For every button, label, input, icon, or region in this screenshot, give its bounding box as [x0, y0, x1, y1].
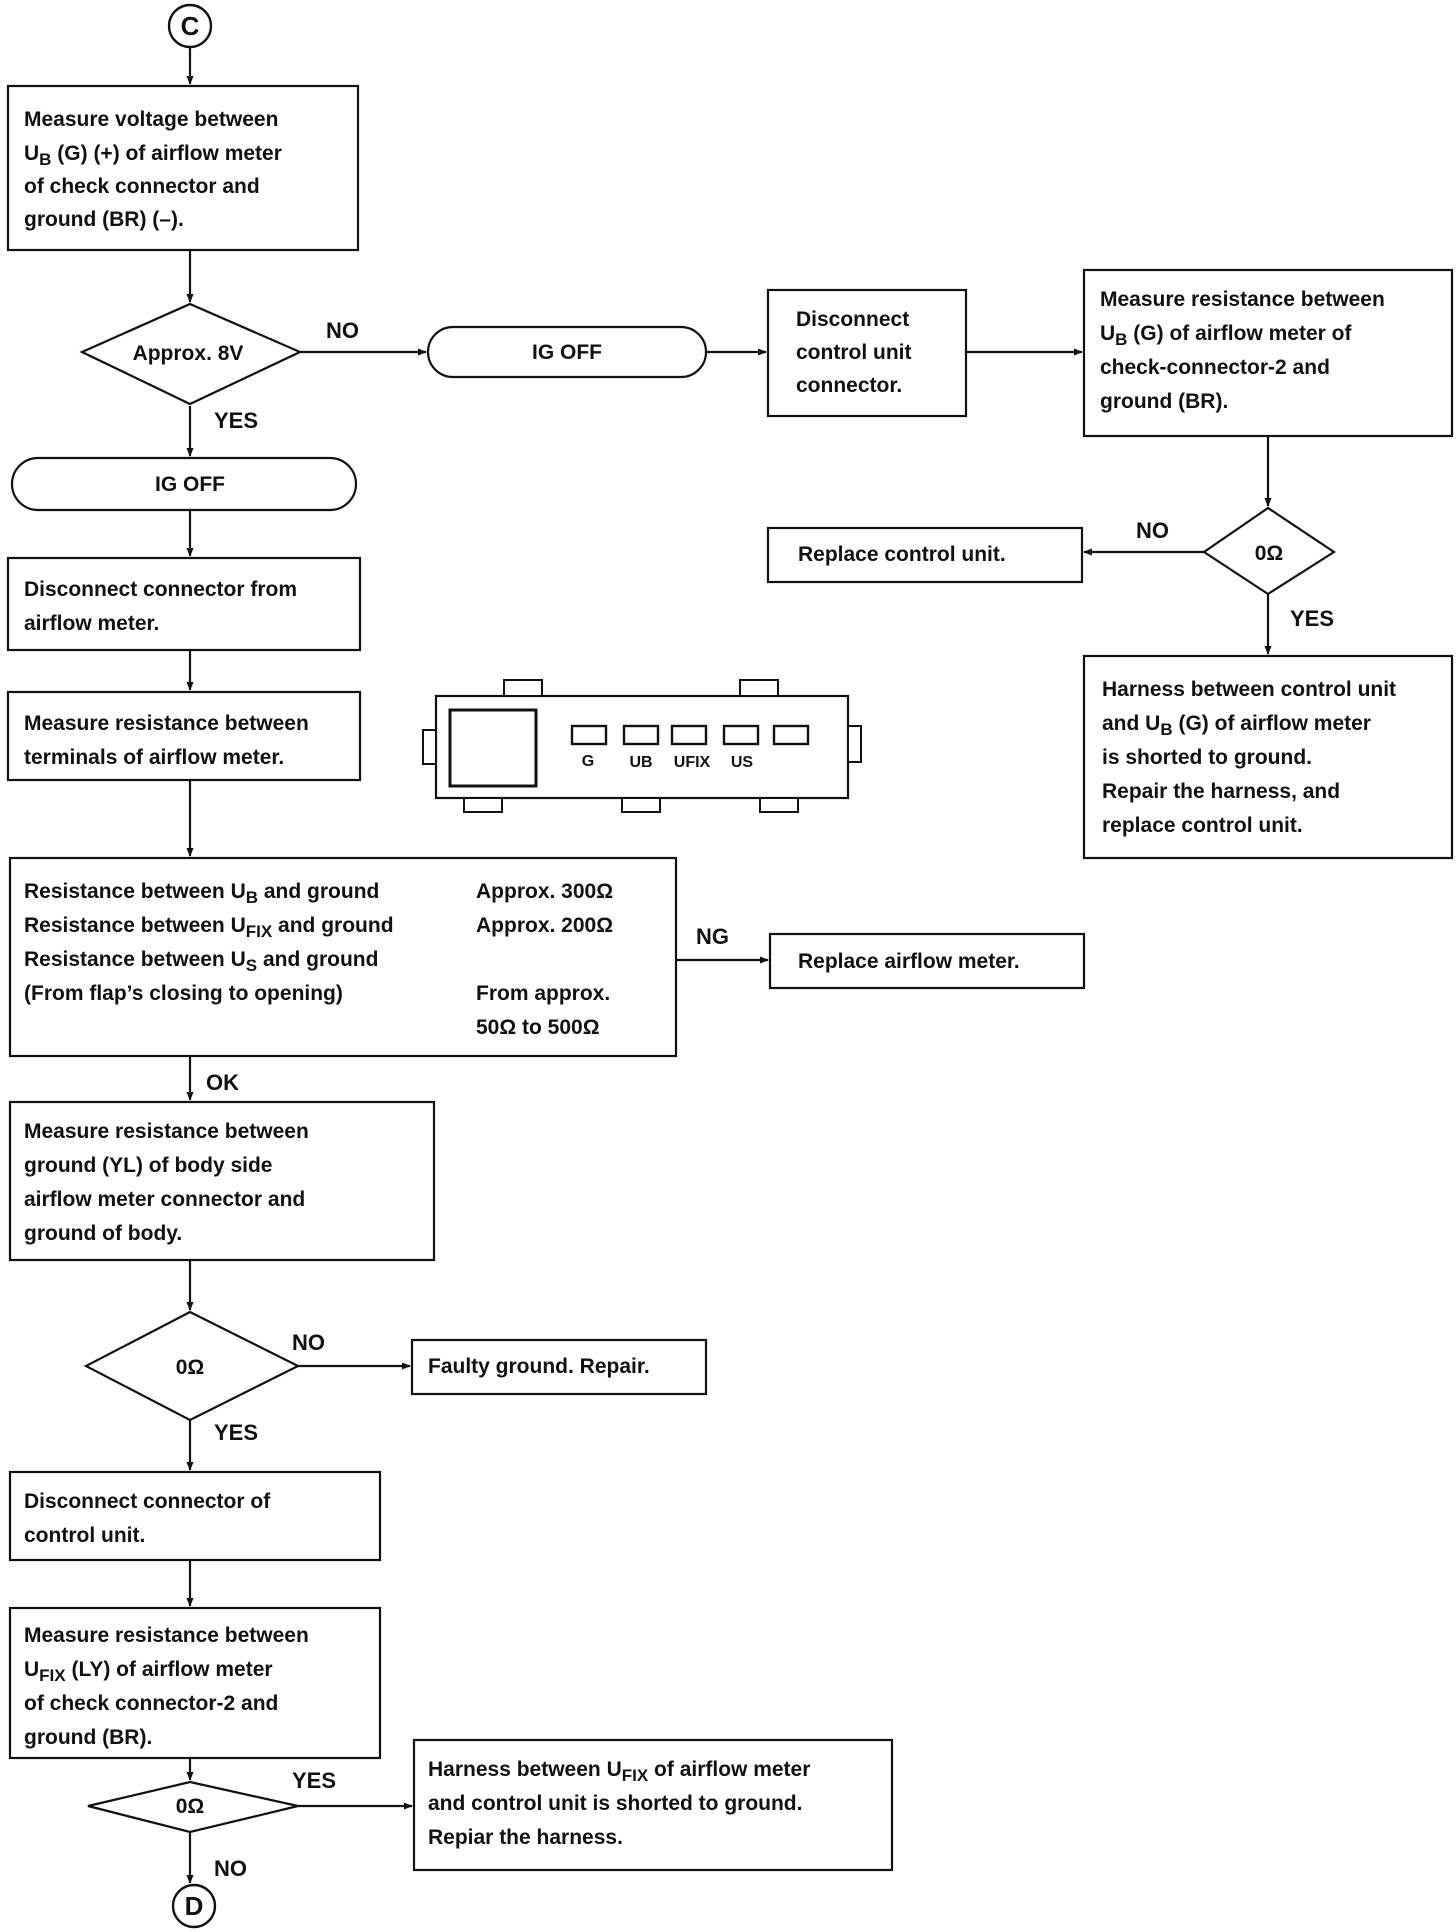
svg-text:control unit.: control unit.: [24, 1524, 145, 1547]
result-harness-shorted-ufix: Harness between UFIX of airflow meter an…: [412, 1738, 894, 1872]
svg-text:From approx.: From approx.: [476, 982, 610, 1005]
svg-text:Measure voltage between: Measure voltage between: [24, 108, 278, 131]
svg-text:Measure resistance between: Measure resistance between: [24, 712, 309, 735]
svg-text:control unit: control unit: [796, 341, 911, 364]
svg-text:Repiar the harness.: Repiar the harness.: [428, 1826, 623, 1849]
svg-text:is shorted to ground.: is shorted to ground.: [1102, 746, 1312, 769]
label-yes: YES: [214, 1420, 258, 1445]
step-ig-off-branch: IG OFF: [426, 325, 708, 379]
terminal-ub-label: UB: [629, 754, 652, 771]
terminal-g-label: G: [582, 753, 594, 770]
svg-text:of check connector-2 and: of check connector-2 and: [24, 1692, 278, 1715]
svg-text:UFIX (LY) of airflow meter: UFIX (LY) of airflow meter: [24, 1658, 273, 1685]
svg-text:C: C: [181, 11, 200, 41]
decision-approx-8v: Approx. 8V: [79, 302, 303, 406]
svg-text:0Ω: 0Ω: [1255, 542, 1284, 565]
step-disconnect-airflow-meter: Disconnect connector from airflow meter.: [6, 556, 362, 652]
step-measure-terminals: Measure resistance between terminals of …: [6, 690, 362, 782]
step-measure-voltage: Measure voltage between UB (G) (+) of ai…: [6, 84, 360, 252]
svg-text:Repair the harness, and: Repair the harness, and: [1102, 780, 1340, 803]
label-no: NO: [292, 1330, 325, 1355]
step-resistance-specs: Resistance between UB and ground Resista…: [8, 856, 678, 1058]
label-ng: NG: [696, 924, 729, 949]
svg-text:0Ω: 0Ω: [176, 1356, 205, 1379]
svg-text:Disconnect connector from: Disconnect connector from: [24, 578, 297, 601]
svg-text:Resistance between UB and grou: Resistance between UB and ground: [24, 880, 379, 907]
svg-text:ground of body.: ground of body.: [24, 1222, 182, 1245]
svg-text:replace control unit.: replace control unit.: [1102, 814, 1303, 837]
svg-text:ground (BR) (–).: ground (BR) (–).: [24, 208, 184, 231]
svg-text:airflow meter connector and: airflow meter connector and: [24, 1188, 305, 1211]
svg-text:Faulty ground. Repair.: Faulty ground. Repair.: [428, 1355, 650, 1378]
svg-text:and UB (G) of airflow meter: and UB (G) of airflow meter: [1102, 712, 1371, 739]
label-yes: YES: [214, 408, 258, 433]
step-measure-ub-resistance: Measure resistance between UB (G) of air…: [1082, 268, 1454, 438]
svg-text:terminals of airflow meter.: terminals of airflow meter.: [24, 746, 284, 769]
decision-zero-ohm-ufix: 0Ω: [87, 1780, 299, 1834]
svg-text:of check connector and: of check connector and: [24, 175, 260, 198]
step-replace-airflow-meter: Replace airflow meter.: [768, 932, 1086, 990]
svg-text:(From flap’s closing to openin: (From flap’s closing to opening): [24, 982, 343, 1005]
decision-zero-ohm-right: 0Ω: [1202, 506, 1337, 596]
step-replace-control-unit: Replace control unit.: [766, 526, 1084, 584]
step-measure-ufix-resistance: Measure resistance between UFIX (LY) of …: [8, 1606, 382, 1760]
svg-text:ground (BR).: ground (BR).: [1100, 390, 1228, 413]
svg-text:Harness between UFIX of airflo: Harness between UFIX of airflow meter: [428, 1758, 810, 1785]
svg-text:IG OFF: IG OFF: [155, 473, 225, 496]
svg-text:UB (G) of airflow meter of: UB (G) of airflow meter of: [1100, 322, 1352, 349]
label-ok: OK: [206, 1070, 239, 1095]
svg-text:Disconnect: Disconnect: [796, 308, 909, 331]
label-no: NO: [214, 1856, 247, 1881]
svg-text:50Ω to 500Ω: 50Ω to 500Ω: [476, 1016, 600, 1039]
svg-text:UB (G) (+) of airflow meter: UB (G) (+) of airflow meter: [24, 142, 282, 169]
svg-text:Approx. 300Ω: Approx. 300Ω: [476, 880, 613, 903]
svg-text:0Ω: 0Ω: [176, 1795, 205, 1818]
svg-text:Approx. 8V: Approx. 8V: [133, 342, 244, 365]
label-yes: YES: [1290, 606, 1334, 631]
svg-text:connector.: connector.: [796, 374, 902, 397]
step-measure-body-ground: Measure resistance between ground (YL) o…: [8, 1100, 436, 1262]
svg-text:airflow meter.: airflow meter.: [24, 612, 159, 635]
step-disconnect-control-unit-2: Disconnect connector of control unit.: [8, 1470, 382, 1562]
svg-text:IG OFF: IG OFF: [532, 341, 602, 364]
svg-text:Approx. 200Ω: Approx. 200Ω: [476, 914, 613, 937]
terminal-ufix-label: UFIX: [674, 754, 711, 771]
svg-text:Measure resistance between: Measure resistance between: [1100, 288, 1385, 311]
label-yes: YES: [292, 1768, 336, 1793]
svg-text:Measure resistance between: Measure resistance between: [24, 1624, 309, 1647]
svg-text:and control unit is shorted to: and control unit is shorted to ground.: [428, 1792, 802, 1815]
start-connector-c: C: [167, 3, 213, 49]
terminal-us-label: US: [731, 754, 754, 771]
svg-text:Disconnect connector of: Disconnect connector of: [24, 1490, 271, 1513]
label-no: NO: [326, 318, 359, 343]
step-disconnect-control-unit: Disconnect control unit connector.: [766, 288, 968, 418]
decision-zero-ohm-ground: 0Ω: [83, 1310, 301, 1422]
svg-text:Replace airflow meter.: Replace airflow meter.: [798, 950, 1020, 973]
result-faulty-ground: Faulty ground. Repair.: [410, 1338, 708, 1396]
svg-text:check-connector-2 and: check-connector-2 and: [1100, 356, 1330, 379]
svg-text:D: D: [185, 1891, 204, 1921]
svg-text:ground (BR).: ground (BR).: [24, 1726, 152, 1749]
svg-text:Harness between control unit: Harness between control unit: [1102, 678, 1396, 701]
label-no: NO: [1136, 518, 1169, 543]
result-harness-shorted-control-unit: Harness between control unit and UB (G) …: [1082, 654, 1454, 860]
svg-text:Measure resistance between: Measure resistance between: [24, 1120, 309, 1143]
airflow-meter-connector-illustration: G UB UFIX US: [422, 679, 862, 813]
svg-text:Replace control unit.: Replace control unit.: [798, 543, 1006, 566]
svg-text:Resistance between UFIX and gr: Resistance between UFIX and ground: [24, 914, 394, 941]
svg-text:Resistance between US and grou: Resistance between US and ground: [24, 948, 378, 975]
step-ig-off-main: IG OFF: [10, 456, 358, 512]
end-connector-d: D: [171, 1883, 217, 1929]
svg-text:ground (YL) of body side: ground (YL) of body side: [24, 1154, 272, 1177]
